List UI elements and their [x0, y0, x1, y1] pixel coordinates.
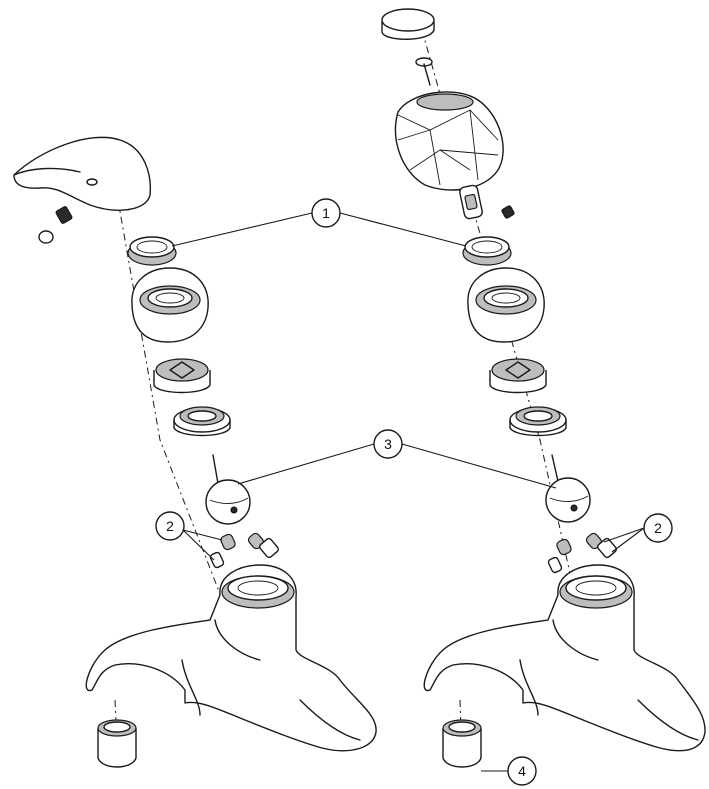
left-cam-assembly [153, 358, 211, 394]
right-adapter [459, 184, 483, 220]
callout-2-left: 2 [155, 511, 185, 541]
callout-1-label: 1 [322, 205, 330, 221]
callout-2-right-label: 2 [654, 520, 662, 536]
left-center-axis [117, 199, 239, 641]
right-assembly [381, 8, 706, 768]
callout-4-label: 4 [518, 763, 526, 779]
callout-3: 3 [373, 429, 403, 459]
left-adjusting-ring [127, 236, 177, 266]
left-cap [131, 267, 209, 343]
callout-2-left-label: 2 [166, 518, 174, 534]
left-plug-button [38, 230, 54, 244]
left-faucet-body [85, 564, 377, 752]
callout-3-label: 3 [384, 436, 392, 452]
right-packing [509, 406, 567, 437]
right-seats-springs [547, 532, 617, 574]
right-cam-assembly [489, 358, 547, 394]
lever-handle [13, 136, 152, 211]
right-knob-handle [394, 91, 504, 191]
right-set-screw [501, 205, 515, 219]
right-faucet-body [423, 564, 706, 752]
left-seats-springs [209, 532, 279, 569]
left-set-screw [55, 206, 73, 224]
leader-lines [171, 212, 645, 772]
callout-1: 1 [311, 198, 341, 228]
left-assembly [13, 136, 377, 768]
right-handle-screw [415, 57, 433, 86]
right-adjusting-ring [462, 236, 512, 266]
callout-4: 4 [507, 756, 537, 786]
left-ball [205, 454, 251, 525]
left-aerator [97, 719, 137, 768]
left-packing [173, 406, 231, 437]
right-ball [545, 454, 591, 523]
right-cap [467, 267, 545, 343]
right-handle-cap [381, 8, 435, 40]
callout-2-right: 2 [643, 513, 673, 543]
right-aerator [442, 719, 482, 768]
